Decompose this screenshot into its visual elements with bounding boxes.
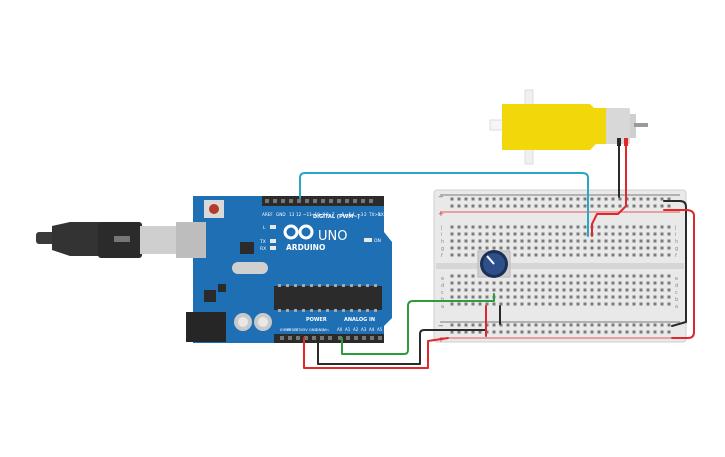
pin-label: 8 [326,212,329,217]
row-letter: i [675,232,676,238]
pin-label: TX>1 [368,212,381,217]
plus-symbol: + [438,210,444,218]
tx-label: TX [259,239,266,245]
power-pin-labels: IOREF RESET 3.3V 5V GND GND Vin [280,328,329,332]
rx-led [270,246,276,250]
pin-label: GND [316,328,324,332]
potentiometer[interactable] [477,250,511,278]
l-led [270,225,276,229]
pin-label: A5 [377,327,383,332]
usb-icon [114,236,130,242]
usb-b-port [176,222,206,258]
row-letter: h [675,239,678,245]
dc-power-jack [186,312,226,342]
pin-label: 2 [364,212,367,217]
on-led [364,238,372,242]
rail-holes[interactable] [449,203,673,210]
row-letter: a [441,304,444,310]
digital-label: DIGITAL (PWM~) [313,214,360,220]
pin-label: RESET [287,328,299,332]
arduino-logo-icon [283,224,314,240]
on-label: ON [374,238,381,244]
row-letter: j [440,225,442,231]
pin-label: Vin [323,328,329,332]
pin-label: GND [309,328,317,332]
minus-symbol: − [438,322,444,330]
row-letter: d [675,283,678,289]
row-letter: i [441,232,442,238]
arduino-uno-board[interactable]: AREF GND 13 12 ~11 ~10 ~9 8 7 ~6 ~5 4 ~3… [176,196,392,343]
power-label: POWER [306,317,327,323]
row-letter: g [675,246,678,252]
pin-label: ~3 [357,212,364,217]
hole-grid-bottom[interactable] [449,273,673,308]
pin-label: 12 [296,212,302,217]
analog-label: ANALOG IN [344,317,375,323]
row-letter: d [441,283,444,289]
digital-pin-labels: AREF GND 13 12 ~11 ~10 ~9 8 7 ~6 ~5 4 ~3… [262,212,390,217]
tx-led [270,239,276,243]
pin-label: A2 [353,327,359,332]
breadboard[interactable]: − + − + j i h g f e d c b a j i h g f e … [433,189,687,344]
rail-holes[interactable] [449,197,673,204]
row-letter: b [675,297,678,303]
l-label: L [263,225,266,231]
pin-label: 5V [303,328,308,332]
wire-blue-signal[interactable] [299,172,589,237]
pin-label: 13 [289,212,295,217]
pin-label: A3 [361,327,367,332]
wire-red-rail-right[interactable] [663,209,695,339]
pin-label: A1 [345,327,351,332]
pin-label: 7 [332,212,335,217]
wire-green-analog[interactable] [341,293,495,355]
row-letter: c [441,290,444,296]
row-letter: e [441,276,444,282]
pin-label: A4 [369,327,375,332]
pin-label: RX<0 [378,212,390,217]
minus-symbol: − [438,193,444,201]
pin-label: A0 [337,327,343,332]
crystal [232,262,268,274]
rx-label: RX [260,246,266,252]
wire-black-gnd[interactable] [317,323,487,365]
regulator [204,290,216,302]
wire-red-motor[interactable] [591,145,627,237]
pin-label: 3.3V [295,328,304,332]
row-letter: f [441,253,443,259]
pin-label: ~11 [303,212,312,217]
model-label: UNO [318,229,347,244]
pin-label: ~5 [345,212,352,217]
row-letter: j [674,225,676,231]
pin-label: IOREF [280,328,291,332]
row-letter: c [675,290,678,296]
gnd-label: GND [276,212,286,217]
wire-black-rail-right[interactable] [663,200,687,327]
atmega-chip [274,286,382,310]
pin-label: ~9 [319,212,326,217]
analog-pin-labels: A0 A1 A2 A3 A4 A5 [337,327,383,332]
row-letter: a [675,304,678,310]
wire-red-5v[interactable] [303,337,449,369]
brand-label: ARDUINO [286,243,325,252]
rail-holes[interactable] [449,323,673,330]
rail-holes[interactable] [449,329,673,336]
pin-label: ~6 [338,212,345,217]
pin-label: 4 [352,212,355,217]
usb-chip [240,242,254,254]
dc-motor[interactable] [489,89,648,165]
pin-label: ~10 [311,212,320,217]
row-letter: e [675,276,678,282]
row-letter: h [441,239,444,245]
row-letter: g [441,246,444,252]
row-letter: f [675,253,677,259]
aref-label: AREF [262,212,273,217]
center-channel [436,263,684,269]
